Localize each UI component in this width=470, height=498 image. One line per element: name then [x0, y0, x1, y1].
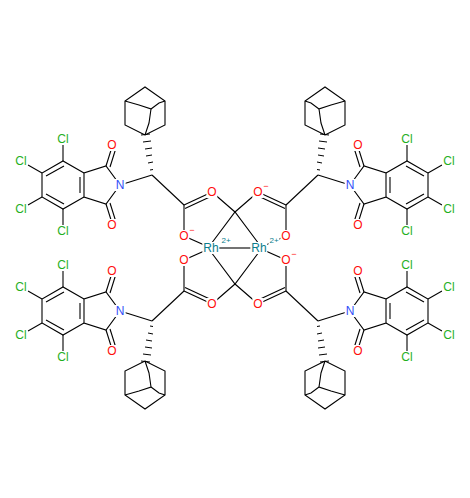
atom-label: Cl: [56, 351, 69, 363]
atom-label: O: [352, 265, 363, 277]
atom-label: Cl: [56, 259, 69, 271]
atom-label: O: [352, 345, 363, 357]
charge-label: −: [262, 182, 269, 191]
atom-label: Cl: [442, 329, 455, 341]
atom-label: O: [106, 265, 117, 277]
atom-label: O: [106, 219, 117, 231]
charge-label: −: [290, 250, 297, 259]
atom-label: Cl: [400, 133, 413, 145]
atom-label: Cl: [400, 225, 413, 237]
atom-label: Cl: [56, 133, 69, 145]
atom-label: Cl: [442, 281, 455, 293]
atom-label: Cl: [14, 203, 27, 215]
atom-label: Cl: [14, 155, 27, 167]
atom-label: O: [252, 298, 263, 310]
atom-label: O: [352, 219, 363, 231]
atom-label: N: [115, 305, 126, 317]
atom-label: Cl: [400, 351, 413, 363]
atom-label: Cl: [56, 225, 69, 237]
atom-label: N: [345, 179, 356, 191]
atom-label: Cl: [14, 281, 27, 293]
atom-label: N: [345, 305, 356, 317]
atom-label: Rh: [202, 242, 219, 254]
atom-label: Rh: [250, 242, 267, 254]
atom-label: Cl: [400, 259, 413, 271]
atom-label: N: [115, 179, 126, 191]
atom-label: Cl: [14, 329, 27, 341]
charge-label: −: [188, 226, 195, 235]
atom-label: Cl: [442, 155, 455, 167]
atom-label: O: [280, 230, 291, 242]
charge-label: 2+: [268, 237, 279, 245]
atom-label: O: [106, 345, 117, 357]
charge-label: 2+: [220, 237, 231, 245]
atom-label: O: [178, 254, 189, 266]
atom-label: O: [206, 186, 217, 198]
atom-label: O: [206, 298, 217, 310]
atom-label: Cl: [442, 203, 455, 215]
atom-label: O: [352, 139, 363, 151]
atom-label: O: [106, 139, 117, 151]
